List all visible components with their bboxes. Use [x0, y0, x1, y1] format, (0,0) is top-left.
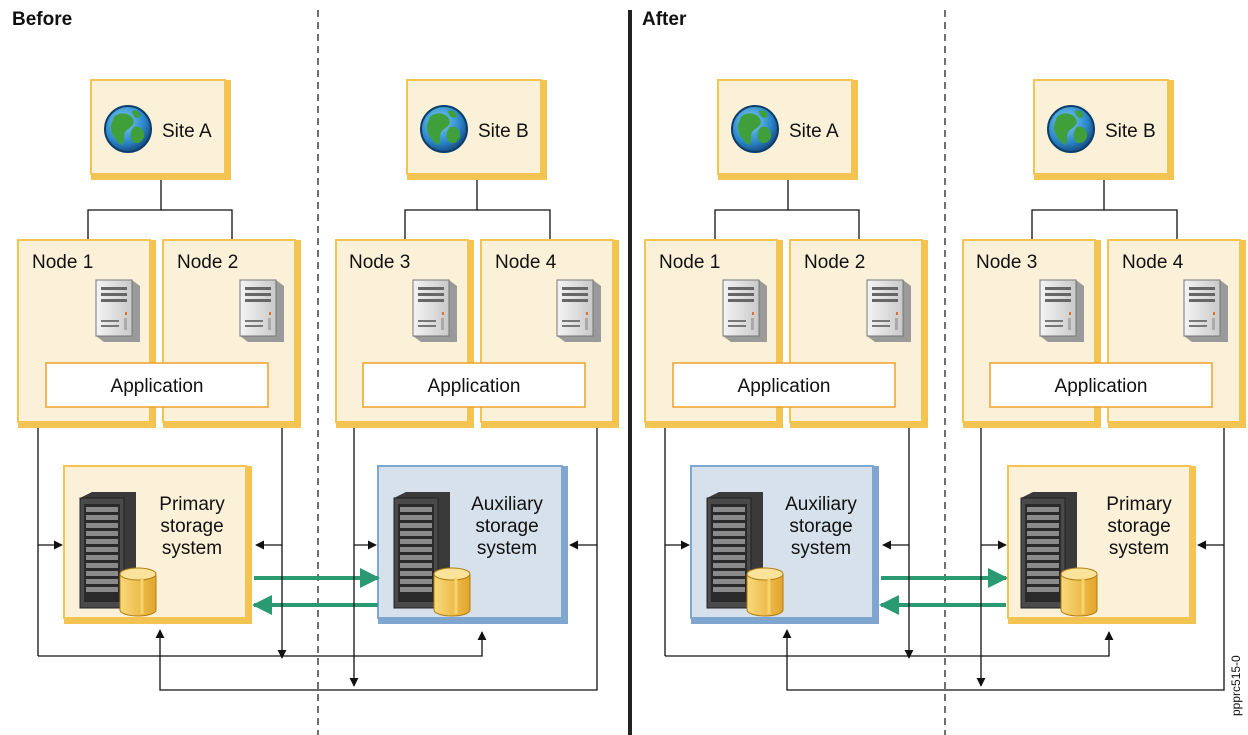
node-2-label: Node 2 — [177, 252, 238, 273]
storage-left-auxiliary: Auxiliary storage system — [690, 465, 879, 624]
connection-lines — [664, 428, 1225, 691]
application-box-right: Application — [362, 362, 586, 408]
storage-right-primary: Primary storage system — [1007, 465, 1196, 624]
server-icon — [239, 279, 285, 343]
globe-icon — [104, 105, 152, 153]
storage-label-line1: Auxiliary — [471, 494, 543, 515]
server-icon — [1039, 279, 1085, 343]
application-label: Application — [1055, 376, 1148, 397]
storage-label-line2: storage — [475, 516, 538, 537]
panel-title-before: Before — [12, 9, 72, 30]
storage-label-line3: system — [1109, 538, 1169, 559]
storage-label-line2: storage — [160, 516, 223, 537]
node-2-label: Node 2 — [804, 252, 865, 273]
connection-lines — [37, 428, 598, 691]
site-b-label: Site B — [1105, 121, 1156, 142]
site-a-label: Site A — [789, 121, 839, 142]
application-box-left: Application — [45, 362, 269, 408]
server-icon — [556, 279, 602, 343]
storage-label-line3: system — [477, 538, 537, 559]
server-icon — [412, 279, 458, 343]
storage-label-line3: system — [162, 538, 222, 559]
application-label: Application — [111, 376, 204, 397]
server-icon — [866, 279, 912, 343]
server-icon — [1183, 279, 1229, 343]
storage-label-line2: storage — [1107, 516, 1170, 537]
application-label: Application — [738, 376, 831, 397]
globe-icon — [731, 105, 779, 153]
application-label: Application — [428, 376, 521, 397]
node-3-label: Node 3 — [976, 252, 1037, 273]
storage-right-auxiliary: Auxiliary storage system — [377, 465, 568, 624]
node-3-label: Node 3 — [349, 252, 410, 273]
storage-label-line1: Primary — [1106, 494, 1172, 515]
storage-left-primary: Primary storage system — [63, 465, 252, 624]
site-b-box: Site B — [406, 79, 547, 180]
replication-arrows — [879, 568, 1008, 615]
replication-arrows — [252, 568, 380, 615]
site-a-label: Site A — [162, 121, 212, 142]
figure-id: ppprc515-0 — [1229, 655, 1243, 716]
globe-icon — [1047, 105, 1095, 153]
site-a-box: Site A — [717, 79, 858, 180]
node-1-label: Node 1 — [32, 252, 93, 273]
node-4-label: Node 4 — [1122, 252, 1184, 273]
site-b-label: Site B — [478, 121, 529, 142]
globe-icon — [420, 105, 468, 153]
panel-title-after: After — [642, 9, 687, 30]
node-1-label: Node 1 — [659, 252, 720, 273]
panel-before: Site A Site B Node 1 Node 2 — [17, 79, 619, 691]
storage-label-line3: system — [791, 538, 851, 559]
site-b-box: Site B — [1033, 79, 1174, 180]
site-a-box: Site A — [90, 79, 231, 180]
panel-after: Site A Site B Node 1 Node 2 Node — [644, 79, 1246, 691]
server-icon — [95, 279, 141, 343]
application-box-left: Application — [672, 362, 896, 408]
server-icon — [722, 279, 768, 343]
node-4-label: Node 4 — [495, 252, 557, 273]
storage-label-line1: Primary — [159, 494, 225, 515]
application-box-right: Application — [989, 362, 1213, 408]
storage-label-line1: Auxiliary — [785, 494, 857, 515]
storage-label-line2: storage — [789, 516, 852, 537]
